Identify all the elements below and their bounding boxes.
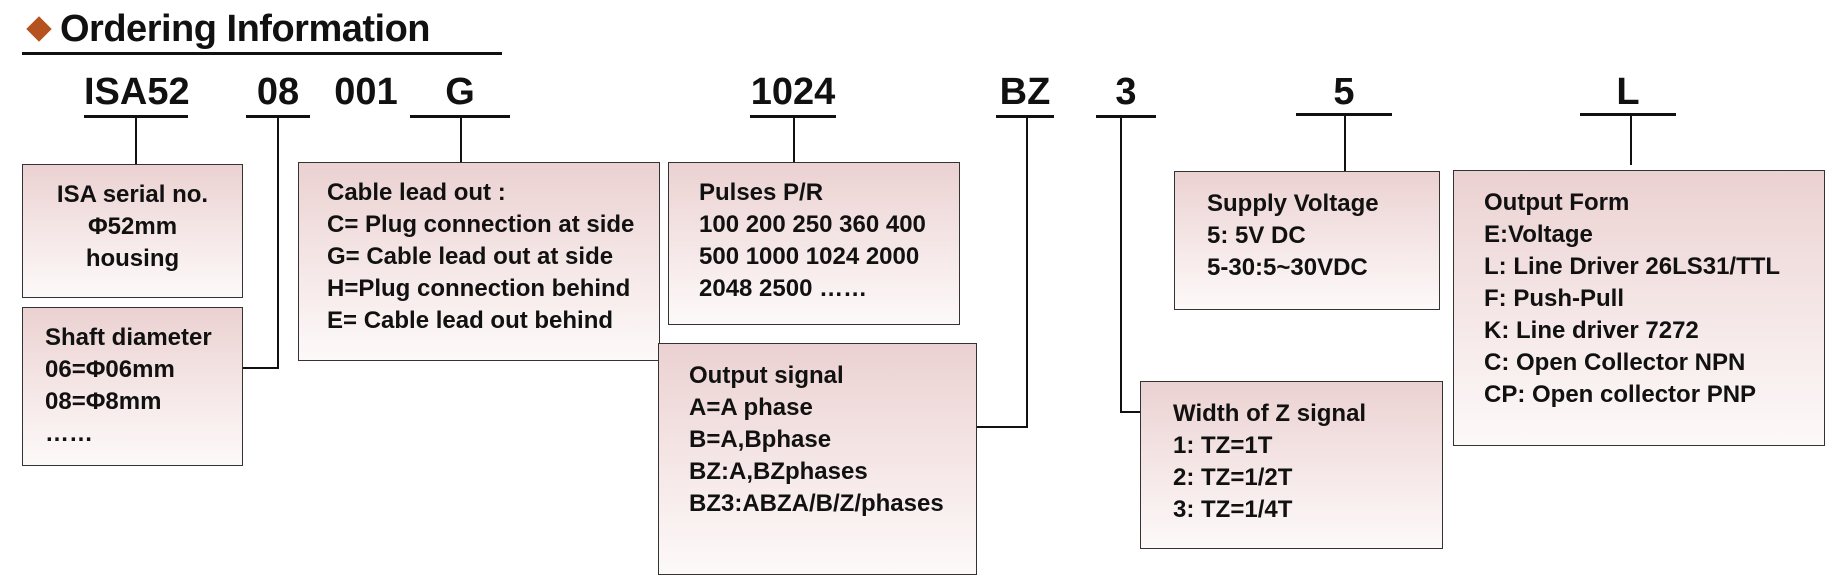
cable-box: Cable lead out : C= Plug connection at s… bbox=[298, 162, 660, 361]
output-line: CP: Open collector PNP bbox=[1484, 381, 1757, 408]
pulses-line: 100 200 250 360 400 bbox=[699, 211, 926, 238]
code-voltage: 5 bbox=[1333, 71, 1355, 113]
width-z-line: 3: TZ=1/4T bbox=[1173, 496, 1293, 523]
cable-line: C= Plug connection at side bbox=[327, 211, 635, 238]
output-line: F: Push-Pull bbox=[1484, 285, 1624, 312]
signal-line: Output signal bbox=[689, 362, 844, 389]
connector-signal-vertical bbox=[1026, 117, 1028, 428]
signal-box: Output signal A=A phase B=A,Bphase BZ:A,… bbox=[658, 343, 977, 575]
voltage-line: Supply Voltage bbox=[1207, 190, 1379, 217]
connector-voltage bbox=[1344, 115, 1346, 171]
code-output: L bbox=[1616, 71, 1640, 113]
cable-line: G= Cable lead out at side bbox=[327, 243, 614, 270]
signal-line: A=A phase bbox=[689, 394, 813, 421]
diamond-bullet-icon bbox=[26, 16, 52, 42]
output-line: Output Form bbox=[1484, 189, 1630, 216]
connector-cable bbox=[460, 117, 462, 163]
output-line: E:Voltage bbox=[1484, 221, 1593, 248]
voltage-box: Supply Voltage 5: 5V DC 5-30:5~30VDC bbox=[1174, 171, 1440, 310]
shaft-line: Shaft diameter bbox=[45, 324, 212, 351]
width-z-line: 1: TZ=1T bbox=[1173, 432, 1273, 459]
signal-line: BZ3:ABZA/B/Z/phases bbox=[689, 490, 944, 517]
code-width-z: 3 bbox=[1115, 71, 1137, 113]
title-underline bbox=[22, 52, 502, 55]
connector-output bbox=[1630, 115, 1632, 165]
serial-line: ISA serial no. bbox=[56, 181, 209, 208]
shaft-line: 08=Φ8mm bbox=[45, 388, 162, 415]
cable-line: E= Cable lead out behind bbox=[327, 307, 614, 334]
pulses-line: 2048 2500 …… bbox=[699, 275, 868, 302]
pulses-line: Pulses P/R bbox=[699, 179, 824, 206]
output-box: Output Form E:Voltage L: Line Driver 26L… bbox=[1453, 170, 1825, 446]
output-line: C: Open Collector NPN bbox=[1484, 349, 1746, 376]
output-line: L: Line Driver 26LS31/TTL bbox=[1484, 253, 1781, 280]
cable-line: H=Plug connection behind bbox=[327, 275, 631, 302]
connector-shaft-horizontal bbox=[242, 367, 279, 369]
width-z-line: Width of Z signal bbox=[1173, 400, 1367, 427]
code-signal-underline bbox=[996, 115, 1054, 118]
code-signal: BZ bbox=[999, 71, 1051, 113]
code-pulses-underline bbox=[750, 115, 836, 118]
serial-line: Φ52mm bbox=[87, 213, 178, 240]
signal-line: B=A,Bphase bbox=[689, 426, 832, 453]
code-pulses: 1024 bbox=[750, 71, 836, 113]
shaft-line: 06=Φ06mm bbox=[45, 356, 175, 383]
signal-line: BZ:A,BZphases bbox=[689, 458, 868, 485]
shaft-line: …… bbox=[45, 420, 93, 447]
code-series: ISA52 bbox=[84, 71, 190, 113]
code-width-z-underline bbox=[1096, 115, 1156, 118]
pulses-box: Pulses P/R 100 200 250 360 400 500 1000 … bbox=[668, 162, 960, 325]
voltage-line: 5-30:5~30VDC bbox=[1207, 254, 1368, 281]
connector-width-z-vertical bbox=[1120, 117, 1122, 413]
output-line: K: Line driver 7272 bbox=[1484, 317, 1699, 344]
code-series-underline bbox=[84, 115, 188, 118]
pulses-line: 500 1000 1024 2000 bbox=[699, 243, 920, 270]
code-cable-underline bbox=[410, 115, 510, 118]
connector-shaft-vertical bbox=[277, 117, 279, 369]
connector-width-z-horizontal bbox=[1120, 411, 1142, 413]
code-shaft: 08 bbox=[256, 71, 300, 113]
shaft-box: Shaft diameter 06=Φ06mm 08=Φ8mm …… bbox=[22, 307, 243, 466]
page-title: Ordering Information bbox=[26, 4, 431, 54]
voltage-line: 5: 5V DC bbox=[1207, 222, 1306, 249]
connector-signal-horizontal bbox=[976, 426, 1028, 428]
code-fixed: 001 bbox=[334, 71, 398, 113]
connector-pulses bbox=[793, 117, 795, 163]
code-shaft-underline bbox=[246, 115, 310, 118]
serial-box: ISA serial no. Φ52mm housing bbox=[22, 164, 243, 298]
width-z-line: 2: TZ=1/2T bbox=[1173, 464, 1293, 491]
code-cable: G bbox=[445, 71, 475, 113]
page-title-text: Ordering Information bbox=[60, 7, 431, 50]
code-output-underline bbox=[1580, 113, 1676, 116]
cable-line: Cable lead out : bbox=[327, 179, 506, 206]
serial-line: housing bbox=[85, 245, 180, 272]
width-z-box: Width of Z signal 1: TZ=1T 2: TZ=1/2T 3:… bbox=[1140, 381, 1443, 549]
connector-series bbox=[135, 117, 137, 165]
code-voltage-underline bbox=[1296, 113, 1392, 116]
